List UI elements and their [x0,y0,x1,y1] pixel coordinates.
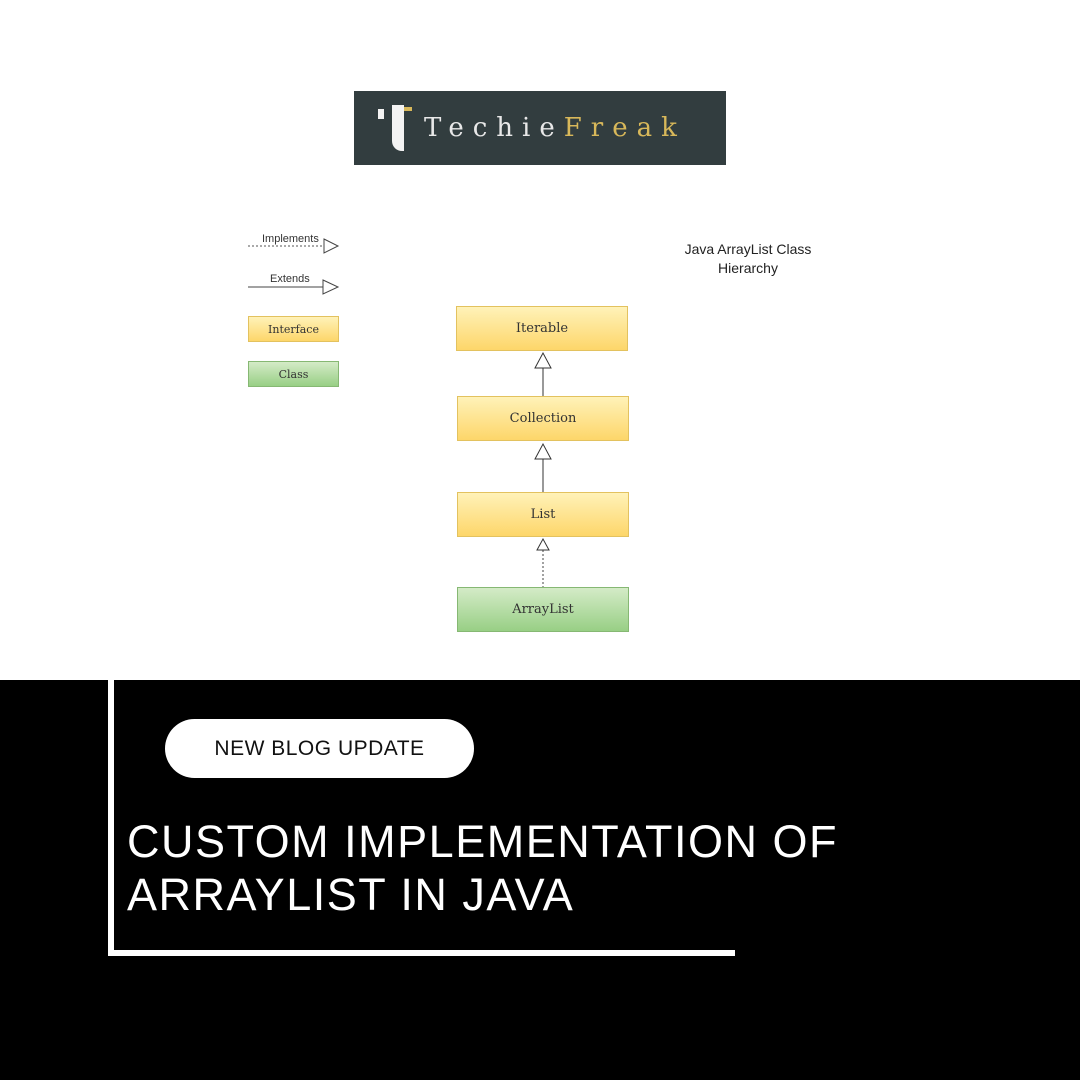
logo-text-techie: Techie [424,113,564,143]
legend-class: Class [248,361,339,387]
blog-title: CUSTOM IMPLEMENTATION OF ARRAYLIST IN JA… [127,815,838,921]
frame-vertical-line [108,680,114,956]
diagram-title: Java ArrayList Class Hierarchy [640,240,856,278]
extends-legend-arrow [248,279,340,295]
new-blog-update-badge: NEW BLOG UPDATE [165,719,474,778]
logo-mark-icon [378,103,412,153]
node-arraylist: ArrayList [457,587,629,632]
diagram-title-line1: Java ArrayList Class [684,241,812,257]
diagram-title-line2: Hierarchy [718,260,778,276]
legend-interface: Interface [248,316,339,342]
legend-implements-label: Implements [262,233,319,245]
legend-extends-label: Extends [270,273,310,285]
node-list: List [457,492,629,537]
arraylist-implements-list-arrow [536,537,550,587]
collection-extends-iterable-arrow [534,351,552,396]
implements-legend-arrow [248,238,340,254]
blog-title-line2: ARRAYLIST IN JAVA [127,869,575,920]
list-extends-collection-arrow [534,442,552,492]
diagram-connectors [248,238,552,587]
blog-title-line1: CUSTOM IMPLEMENTATION OF [127,816,839,867]
logo-text-freak: Freak [563,113,686,143]
node-collection: Collection [457,396,629,441]
node-iterable: Iterable [456,306,628,351]
frame-horizontal-line [108,950,735,956]
